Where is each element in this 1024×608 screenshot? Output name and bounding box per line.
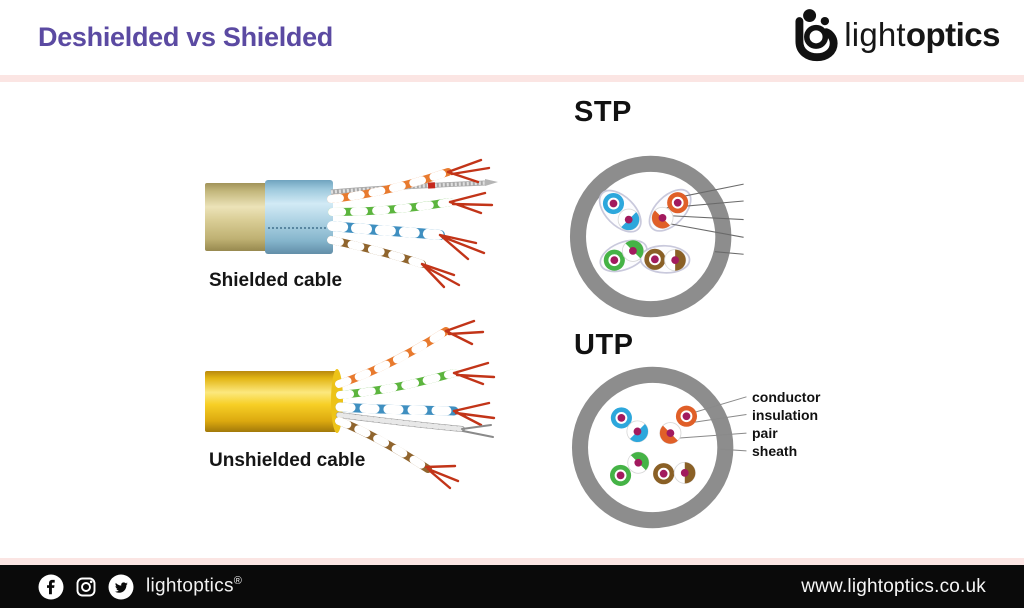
footer-brand: lightoptics®: [146, 575, 242, 597]
callout-insulation: insulation: [752, 407, 819, 423]
twisted-pairs: [327, 168, 454, 268]
utp-sheath-ring: [571, 366, 734, 529]
header-divider: [0, 75, 1024, 82]
utp-cross-section: [571, 366, 747, 529]
stp-wires: [602, 192, 689, 272]
unshielded-cable-label: Unshielded cable: [209, 450, 366, 471]
utp-wires: [609, 405, 698, 486]
logo-mark-icon: [795, 9, 838, 62]
twitter-icon[interactable]: [108, 574, 134, 600]
logo-text-light: light: [844, 16, 906, 53]
utp-leader-lines: [676, 396, 747, 452]
shielded-cable-illustration: [205, 158, 498, 289]
wire-tips: [420, 158, 494, 289]
brand-logo: lightoptics: [792, 8, 1001, 62]
logo-text: lightoptics: [844, 16, 1000, 54]
footer-website[interactable]: www.lightoptics.co.uk: [801, 575, 986, 597]
twisted-pairs: [335, 327, 465, 473]
shielded-cable-label: Shielded cable: [209, 270, 343, 291]
instagram-icon[interactable]: [73, 574, 99, 600]
wire-tips: [424, 319, 496, 490]
page-title: Deshielded vs Shielded: [38, 22, 334, 52]
logo-text-bold: optics: [905, 16, 1001, 53]
registered-mark: ®: [233, 575, 243, 588]
shielded-jacket: [205, 180, 333, 254]
callout-sheath: sheath: [752, 443, 798, 459]
stp-sheath-ring: [569, 155, 732, 318]
footer-brand-text: lightoptics: [146, 575, 234, 597]
callout-conductor: conductor: [752, 389, 821, 405]
utp-heading: UTP: [574, 329, 634, 361]
stp-cross-section: [569, 155, 744, 318]
facebook-icon[interactable]: [38, 574, 64, 600]
unshielded-jacket: [205, 369, 343, 433]
unshielded-cable-illustration: [205, 319, 496, 490]
social-links: [38, 574, 134, 600]
callout-pair: pair: [752, 425, 778, 441]
stp-heading: STP: [574, 96, 632, 128]
footer: lightoptics® www.lightoptics.co.uk: [0, 565, 1024, 608]
footer-divider: [0, 558, 1024, 565]
